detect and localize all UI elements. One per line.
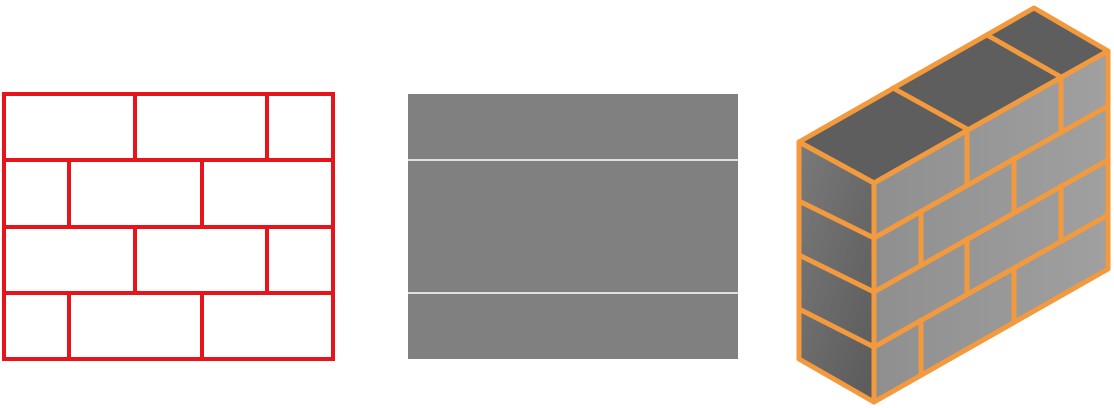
front-course-line [871, 212, 1111, 350]
gray-slab [408, 94, 738, 359]
brick-wall-outline-icon [2, 92, 335, 361]
top-brick-joint [984, 32, 1064, 80]
side-course-line [796, 252, 877, 295]
top-brick-joint [890, 85, 970, 132]
isometric-brick-wall-icon [796, 5, 1111, 405]
gray-slab-icon [408, 94, 738, 359]
front-course-line [871, 157, 1111, 295]
side-course-line [796, 198, 877, 241]
side-course-line [796, 306, 877, 350]
front-course-line [871, 103, 1111, 241]
